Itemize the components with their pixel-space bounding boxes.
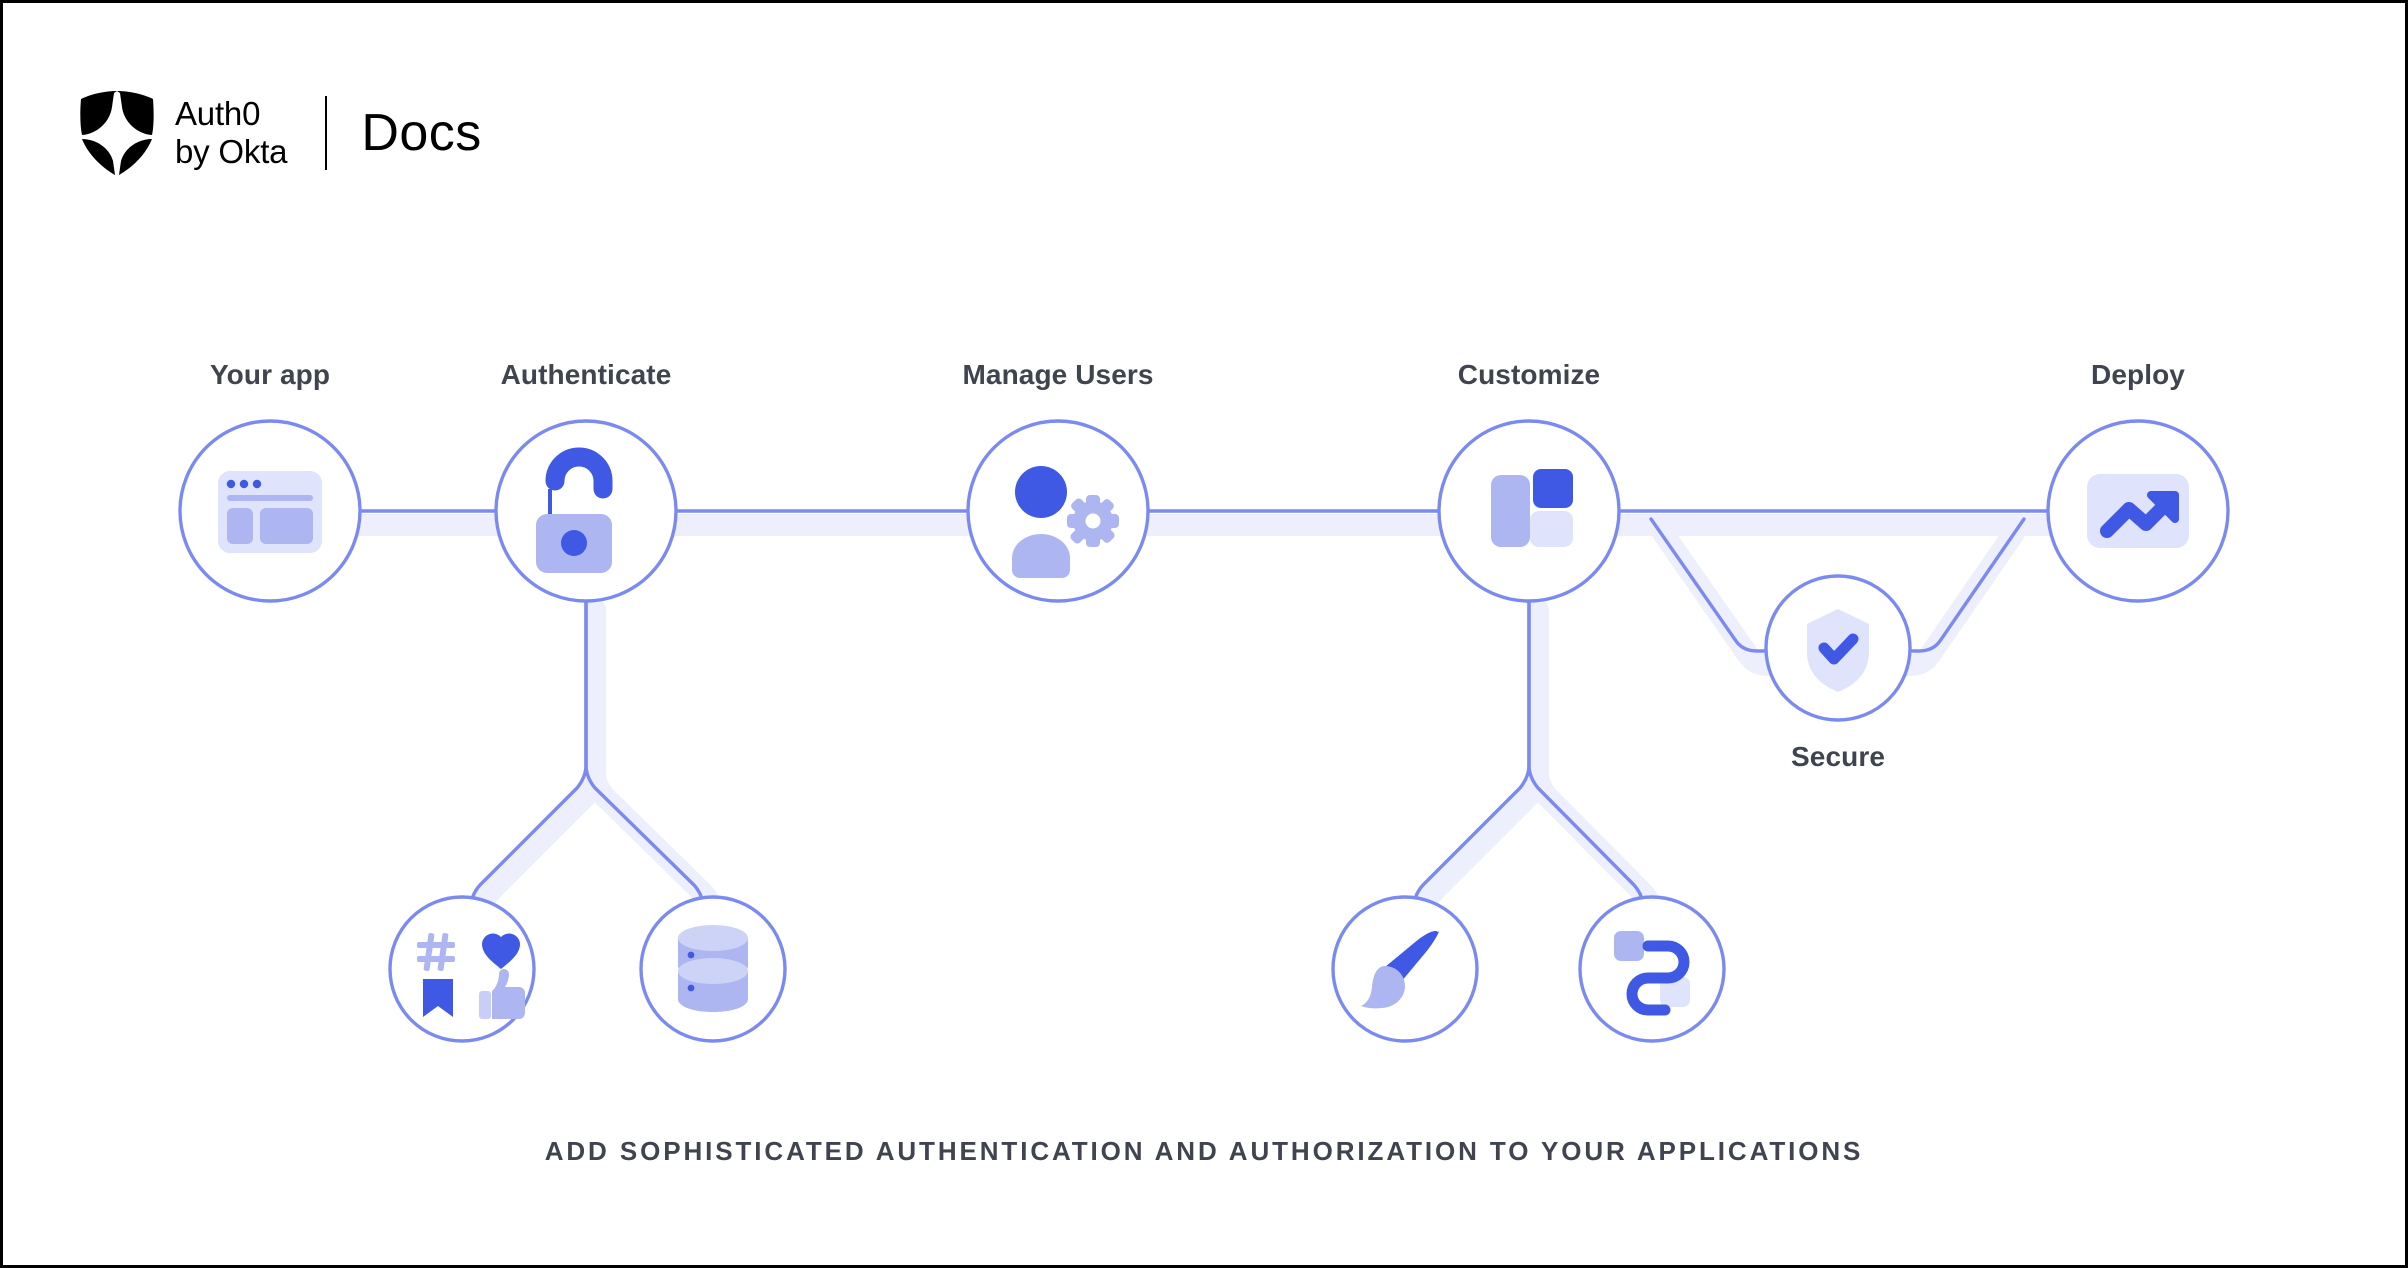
- social-reactions-icon: [417, 933, 525, 1019]
- bookmark-icon: [423, 979, 453, 1017]
- thumbs-up-icon: [479, 969, 525, 1019]
- node-database[interactable]: [639, 895, 787, 1043]
- flow-diagram: Your app Authenticate Manage Users Custo…: [3, 3, 2405, 1265]
- docs-title: Docs: [361, 104, 482, 162]
- node-customize[interactable]: [1437, 419, 1621, 603]
- diagram-canvas: [178, 419, 2230, 1043]
- node-your-app[interactable]: [178, 419, 362, 603]
- node-extend[interactable]: [1578, 895, 1726, 1043]
- brand-name-line2: by Okta: [175, 133, 288, 170]
- browser-window-icon: [218, 471, 322, 553]
- database-icon: [678, 925, 748, 1012]
- paintbrush-icon: [1361, 931, 1439, 1009]
- flow-connector-icon: [1614, 931, 1690, 1016]
- brand-name-line1: Auth0: [175, 95, 261, 132]
- node-label-authenticate: Authenticate: [500, 359, 672, 390]
- node-label-secure: Secure: [1791, 741, 1885, 772]
- header-divider: [325, 96, 328, 170]
- node-label-customize: Customize: [1457, 359, 1601, 390]
- brand-wordmark: Auth0 by Okta: [175, 95, 288, 171]
- page-caption: ADD SOPHISTICATED AUTHENTICATION AND AUT…: [544, 1136, 1864, 1166]
- node-social[interactable]: [388, 895, 536, 1043]
- edge-lines: [358, 509, 2050, 937]
- node-manage-users[interactable]: [966, 419, 1150, 603]
- edge-secure-deploy: [1903, 517, 2026, 653]
- node-authenticate[interactable]: [494, 419, 678, 603]
- node-label-manage-users: Manage Users: [962, 359, 1154, 390]
- node-deploy[interactable]: [2046, 419, 2230, 603]
- auth0-shield-icon: [80, 91, 154, 175]
- trending-up-icon: [2087, 474, 2189, 548]
- user-gear-icon: [1012, 466, 1119, 578]
- heart-icon: [482, 933, 520, 969]
- node-label-your-app: Your app: [209, 359, 331, 390]
- hashtag-icon: [417, 933, 455, 971]
- node-secure[interactable]: [1764, 574, 1912, 722]
- layout-blocks-icon: [1491, 469, 1573, 547]
- site-header: Auth0 by Okta Docs: [79, 87, 482, 179]
- edge-customize-secure: [1649, 517, 1773, 653]
- node-branding[interactable]: [1331, 895, 1479, 1043]
- node-label-deploy: Deploy: [2091, 359, 2185, 390]
- shield-check-icon: [1807, 609, 1869, 692]
- unlock-padlock-icon: [536, 447, 613, 573]
